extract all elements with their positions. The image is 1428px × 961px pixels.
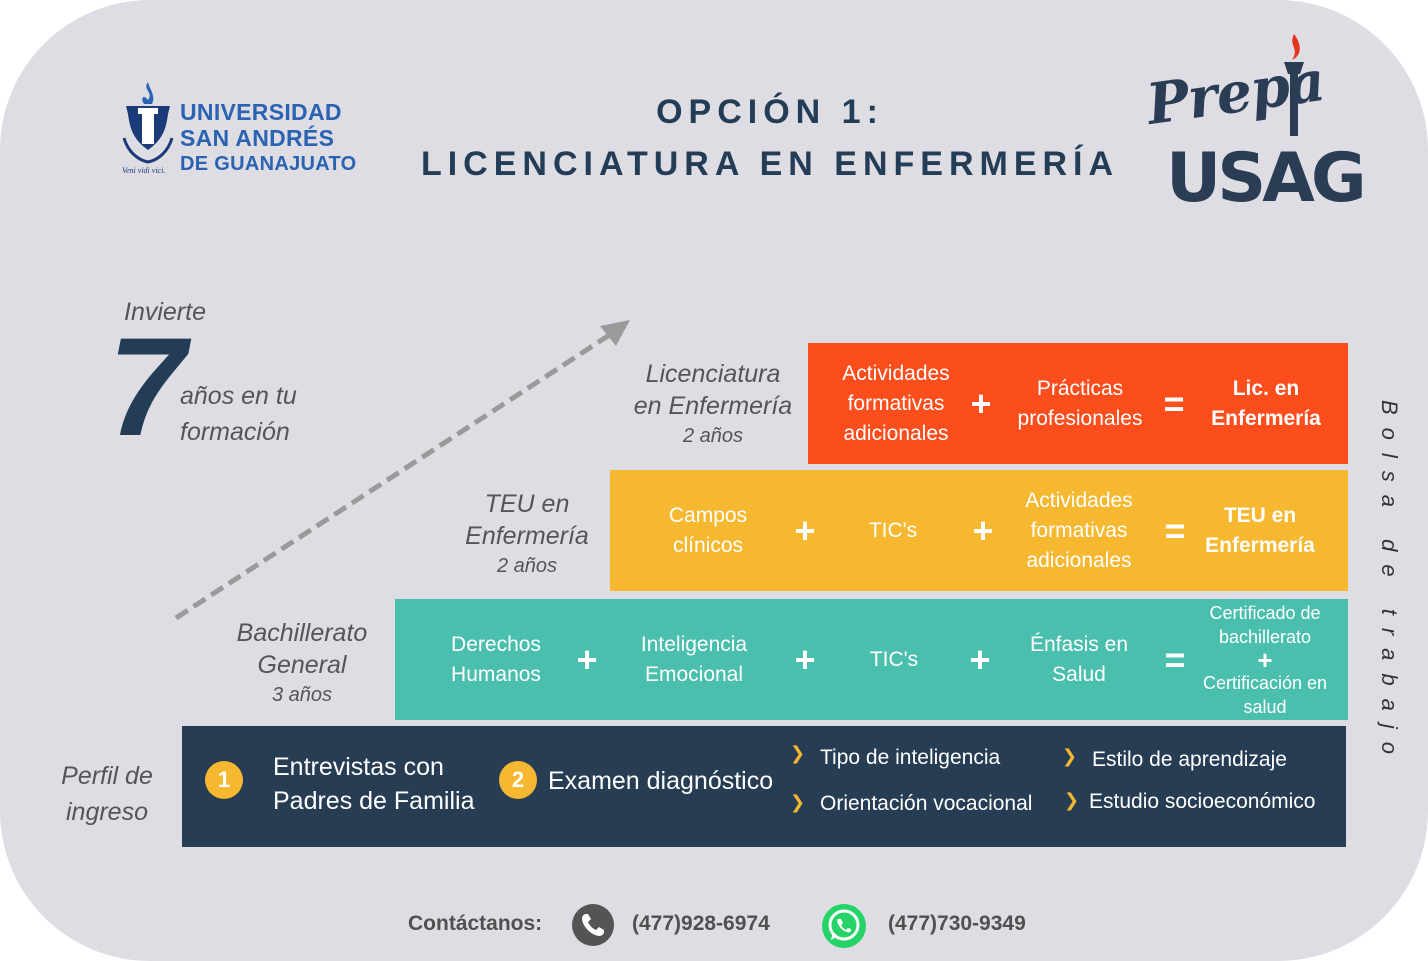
equals-icon: = <box>1164 638 1186 680</box>
invest-line-3: formación <box>180 418 290 446</box>
chevron-right-icon: ❯ <box>790 792 806 812</box>
diagonal-arrow-icon <box>174 320 630 621</box>
level-label-teu: TEU en Enfermería 2 años <box>442 488 612 580</box>
torch-icon <box>1284 34 1304 136</box>
level-label-line: General <box>257 651 347 679</box>
plus-icon: + <box>969 638 991 680</box>
usag-word: USAG <box>1166 139 1367 218</box>
phone-number[interactable]: (477)928-6974 <box>632 912 770 935</box>
step-2-text: Examen diagnóstico <box>548 767 774 795</box>
logo-line-1: UNIVERSIDAD <box>180 99 342 125</box>
step-1-text: Entrevistas con Padres de Familia <box>273 750 474 818</box>
equals-icon: = <box>1163 382 1185 424</box>
bar-item: TIC's <box>869 647 919 671</box>
plus-icon: + <box>576 638 598 680</box>
level-label-line: Enfermería <box>465 522 589 550</box>
level-label-bachillerato: Bachillerato General 3 años <box>212 617 392 709</box>
chevron-right-icon: ❯ <box>1064 790 1080 810</box>
level-label-line: TEU en <box>484 490 570 518</box>
level-label-line: ingreso <box>66 798 148 826</box>
whatsapp-icon <box>820 902 868 950</box>
level-label-line: Perfil de <box>61 762 153 790</box>
side-label-bolsa-trabajo: Bolsa de trabajo <box>1377 400 1402 767</box>
bar-perfil-ingreso: 1 Entrevistas con Padres de Familia 2 Ex… <box>182 726 1346 847</box>
plus-icon: + <box>794 509 816 551</box>
prepa-logo: Prepa USAG <box>1143 32 1367 214</box>
step-1-line: Padres de Familia <box>273 787 475 815</box>
phone-icon <box>572 904 614 946</box>
diagnostic-item: Orientación vocacional <box>820 792 1033 815</box>
logo-line-2: SAN ANDRÉS <box>180 125 335 151</box>
logo-motto: Veni vidi vici. <box>122 166 166 175</box>
level-label-perfil: Perfil de ingreso <box>36 758 178 830</box>
level-label-line: Licenciatura <box>645 360 781 388</box>
level-duration: 2 años <box>682 425 744 447</box>
level-label-licenciatura: Licenciatura en Enfermería 2 años <box>620 358 806 450</box>
chevron-right-icon: ❯ <box>1062 746 1078 766</box>
invest-text: años en tu formación <box>180 378 360 450</box>
invest-line-2: años en tu <box>180 382 297 410</box>
diagnostic-item: Tipo de inteligencia <box>820 746 1001 769</box>
years-number: 7 <box>108 308 186 465</box>
contact-label: Contáctanos: <box>408 912 543 935</box>
bar-result: Certificado de bachillerato + Certificac… <box>1202 602 1328 717</box>
title-line-2: LICENCIATURA EN ENFERMERÍA <box>420 145 1120 183</box>
plus-icon: + <box>972 509 994 551</box>
whatsapp-number[interactable]: (477)730-9349 <box>888 912 1026 935</box>
university-logo: UNIVERSIDAD SAN ANDRÉS DE GUANAJUATO Ven… <box>118 78 368 178</box>
invest-label: Invierte <box>124 298 206 326</box>
chevron-right-icon: ❯ <box>790 743 806 763</box>
equals-icon: = <box>1164 509 1186 551</box>
diagnostic-item: Estudio socioeconómico <box>1089 790 1316 813</box>
bar-item: TIC's <box>868 518 918 542</box>
logo-line-3: DE GUANAJUATO <box>180 153 357 175</box>
plus-icon: + <box>970 382 992 424</box>
level-label-line: Bachillerato <box>236 619 368 647</box>
step-1-line: Entrevistas con <box>273 753 444 781</box>
diagnostic-item: Estilo de aprendizaje <box>1092 748 1287 771</box>
plus-icon: + <box>794 638 816 680</box>
title-line-1: OPCIÓN 1: <box>656 93 884 131</box>
level-label-line: en Enfermería <box>633 392 793 420</box>
plus-icon: + <box>1257 644 1273 675</box>
level-duration: 2 años <box>496 555 558 577</box>
step-number-badge: 1 <box>205 761 243 799</box>
level-duration: 3 años <box>271 684 333 706</box>
step-number-badge: 2 <box>499 761 537 799</box>
page-title: OPCIÓN 1: LICENCIATURA EN ENFERMERÍA <box>380 86 1160 190</box>
torch-emblem-icon <box>122 82 174 164</box>
